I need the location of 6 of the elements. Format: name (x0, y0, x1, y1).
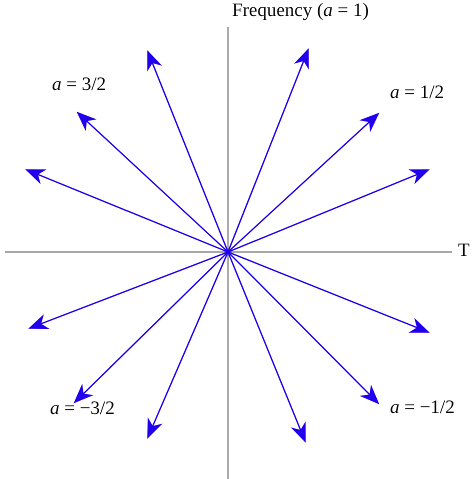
parameter-label: a = −3/2 (50, 398, 115, 420)
axis-label: T (458, 240, 470, 262)
parameter-label: a = 3/2 (52, 74, 106, 96)
axis-title: Frequency (a = 1) (232, 0, 369, 22)
parameter-label: a = −1/2 (390, 397, 455, 419)
parameter-label: a = 1/2 (390, 82, 444, 104)
